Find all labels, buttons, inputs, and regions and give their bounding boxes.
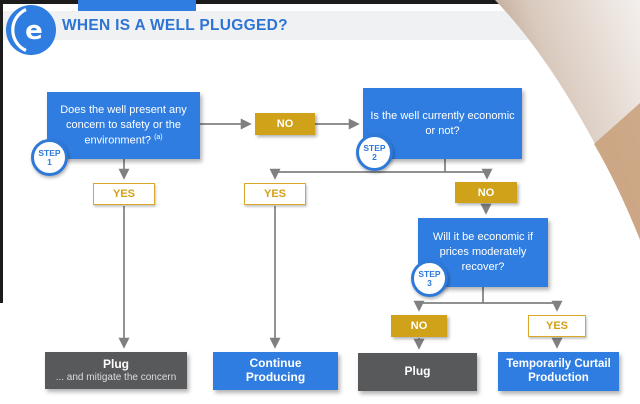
step-label: STEP <box>363 142 386 153</box>
branch-no-q3: NO <box>391 315 447 337</box>
step-2-badge: STEP 2 <box>356 134 393 171</box>
outcome-plug-mitigate: Plug ... and mitigate the concern <box>45 352 187 389</box>
outcome-title: Continue Producing <box>245 356 306 384</box>
outcome-continue-producing: Continue Producing <box>213 352 338 390</box>
branch-yes-q2: YES <box>244 183 306 205</box>
logo-letter: e <box>25 16 43 46</box>
outcome-title: Plug <box>103 356 129 371</box>
step-number: 3 <box>427 277 432 288</box>
outcome-title: Plug <box>404 364 431 379</box>
step-3-badge: STEP 3 <box>411 260 448 297</box>
branch-yes-q1: YES <box>93 183 155 205</box>
outcome-subtitle: ... and mitigate the concern <box>55 372 177 384</box>
footnote-marker: (a) <box>154 133 163 141</box>
page-title: WHEN IS A WELL PLUGGED? <box>62 17 288 34</box>
top-border-bar <box>0 0 640 4</box>
question-safety-concern: Does the well present any concern to saf… <box>47 92 200 159</box>
step-label: STEP <box>418 268 441 279</box>
outcome-temporarily-curtail: Temporarily Curtail Production <box>498 352 619 391</box>
step-label: STEP <box>38 147 61 158</box>
question-text: Does the well present any concern to saf… <box>60 103 187 147</box>
header-accent-tab <box>78 0 196 11</box>
branch-yes-q3: YES <box>528 315 586 337</box>
outcome-title: Temporarily Curtail Production <box>506 358 611 384</box>
outcome-plug: Plug <box>358 353 477 391</box>
left-border-bar <box>0 0 3 303</box>
step-number: 2 <box>372 151 377 162</box>
question-text: Is the well currently economic or not? <box>370 109 515 137</box>
branch-no-q2: NO <box>455 182 517 203</box>
company-logo-icon: e <box>6 5 56 55</box>
branch-no-q1: NO <box>255 113 315 135</box>
step-number: 1 <box>47 156 52 167</box>
step-1-badge: STEP 1 <box>31 139 68 176</box>
